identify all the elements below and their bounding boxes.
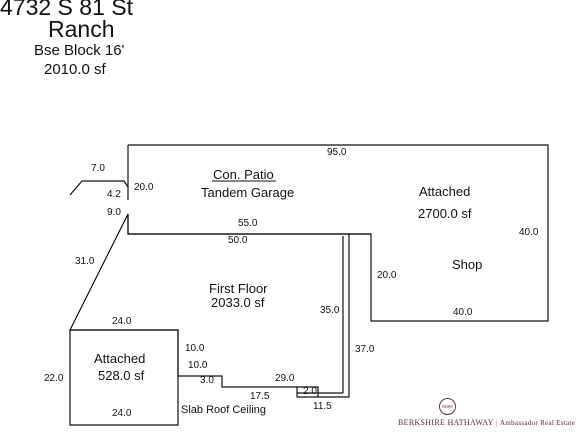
dim-17-5: 17.5 xyxy=(250,391,270,402)
dim-4-2: 4.2 xyxy=(107,189,121,200)
dim-40-right: 40.0 xyxy=(519,227,539,238)
dim-22: 22.0 xyxy=(44,373,64,384)
dim-55: 55.0 xyxy=(238,218,258,229)
attached-bottom-label: Attached xyxy=(94,351,146,366)
dim-9: 9.0 xyxy=(107,207,121,218)
dim-10-a: 10.0 xyxy=(185,343,205,354)
attached-top-area: 2700.0 sf xyxy=(418,206,472,221)
dim-31: 31.0 xyxy=(75,256,95,267)
brokerage-logo: BHHS BERKSHIRE HATHAWAY | Ambassador Rea… xyxy=(398,396,576,432)
dim-20-top: 20.0 xyxy=(134,182,154,193)
dim-24-bottom: 24.0 xyxy=(112,408,132,419)
dim-24-top: 24.0 xyxy=(112,316,132,327)
attached-top-label: Attached xyxy=(419,184,471,199)
dim-11-5: 11.5 xyxy=(313,401,332,412)
dim-37: 37.0 xyxy=(355,344,375,355)
dim-50: 50.0 xyxy=(228,235,248,246)
slab-outline xyxy=(296,387,318,398)
dim-40-bottom: 40.0 xyxy=(453,307,473,318)
dim-35: 35.0 xyxy=(320,305,340,316)
area-label: 2010.0 sf xyxy=(44,61,106,78)
first-floor-label: First Floor xyxy=(209,281,268,296)
slab-label: Slab Roof Ceiling xyxy=(181,404,266,416)
dim-20-shop: 20.0 xyxy=(377,270,397,281)
dim-95: 95.0 xyxy=(327,147,347,158)
first-floor-area: 2033.0 sf xyxy=(211,295,265,310)
garage-outline xyxy=(127,144,549,322)
dim-2: 2.0 xyxy=(303,386,317,397)
patio-label: Con. Patio xyxy=(213,167,274,182)
attached-bottom-area: 528.0 sf xyxy=(98,368,145,383)
style-title: Ranch xyxy=(48,16,115,42)
dim-3: 3.0 xyxy=(200,375,214,386)
bhhs-seal-icon: BHHS xyxy=(439,398,456,415)
lower-garage-outline xyxy=(69,329,179,426)
dim-29: 29.0 xyxy=(275,373,295,384)
shop-label: Shop xyxy=(452,257,483,272)
address-title: 4732 S 81 St xyxy=(0,0,133,20)
brand-name: BERKSHIRE HATHAWAY | Ambassador Real Est… xyxy=(398,418,576,427)
dim-10-b: 10.0 xyxy=(188,360,208,371)
basement-label: Bse Block 16' xyxy=(34,42,125,59)
dim-7: 7.0 xyxy=(91,163,105,174)
garage-label: Tandem Garage xyxy=(201,185,295,200)
